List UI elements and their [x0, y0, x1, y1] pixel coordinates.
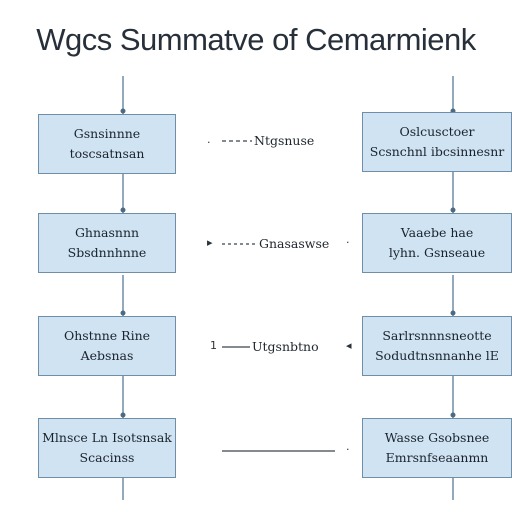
right-box-4-line1: Wasse Gsobsnee [384, 430, 490, 445]
right-box-1: Oslcusctoer Scsnchnl ibcsinnesnr [362, 112, 512, 172]
connector-3-left-mark: 1 [210, 339, 217, 352]
left-box-2-line1: Ghnasnnn [74, 225, 140, 240]
right-box-1-line2: Scsnchnl ibcsinnesnr [369, 144, 505, 159]
right-box-3-line2: Sodudtnsnnanhe lE [375, 348, 499, 363]
left-box-2: Ghnasnnn Sbsdnnhnne [38, 213, 176, 273]
left-box-1-line1: Gsnsinnne [73, 126, 141, 141]
left-box-1: Gsnsinnne toscsatnsan [38, 114, 176, 174]
right-box-3: Sarlrsnnnsneotte Sodudtnsnnanhe lE [362, 316, 512, 376]
right-box-1-line1: Oslcusctoer [399, 124, 475, 139]
left-box-2-line2: Sbsdnnhnne [67, 245, 147, 260]
left-dot-4 [120, 412, 126, 418]
left-box-1-line2: toscsatnsan [69, 146, 145, 161]
left-dot-1 [120, 108, 126, 114]
connector-1-left-mark: . [207, 133, 211, 146]
connector-3-right-mark: ◂ [346, 339, 352, 352]
right-dot-3 [450, 310, 456, 316]
left-box-4: Mlnsce Ln Isotsnsak Scacinss [38, 418, 176, 478]
connector-4-right-tick: · [346, 443, 350, 456]
diagram-title: Wgcs Summatve of Cemarmienk [36, 22, 476, 57]
left-box-3-line1: Ohstnne Rine [63, 328, 151, 343]
left-box-4-line1: Mlnsce Ln Isotsnsak [42, 430, 172, 445]
right-box-2-line2: lyhn. Gsnseaue [388, 245, 486, 260]
left-box-3-line2: Aebsnas [80, 348, 134, 363]
right-box-4: Wasse Gsobsnee Emrsnfseaanmn [362, 418, 512, 478]
right-dot-2 [450, 207, 456, 213]
connector-2-label: Gnasaswse [259, 236, 330, 251]
right-box-4-line2: Emrsnfseaanmn [385, 450, 489, 465]
right-dot-4 [450, 412, 456, 418]
connector-3-label: Utgsnbtno [252, 339, 319, 354]
connector-1-label: Ntgsnuse [254, 133, 315, 148]
connector-2-right-mark: · [346, 236, 350, 249]
connector-2-left-mark: ▸ [207, 236, 213, 249]
left-dot-2 [120, 207, 126, 213]
left-box-4-line2: Scacinss [79, 450, 135, 465]
right-box-2: Vaaebe hae lyhn. Gsnseaue [362, 213, 512, 273]
left-box-3: Ohstnne Rine Aebsnas [38, 316, 176, 376]
right-box-2-line1: Vaaebe hae [400, 225, 474, 240]
left-dot-3 [120, 310, 126, 316]
right-box-3-line1: Sarlrsnnnsneotte [382, 328, 492, 343]
